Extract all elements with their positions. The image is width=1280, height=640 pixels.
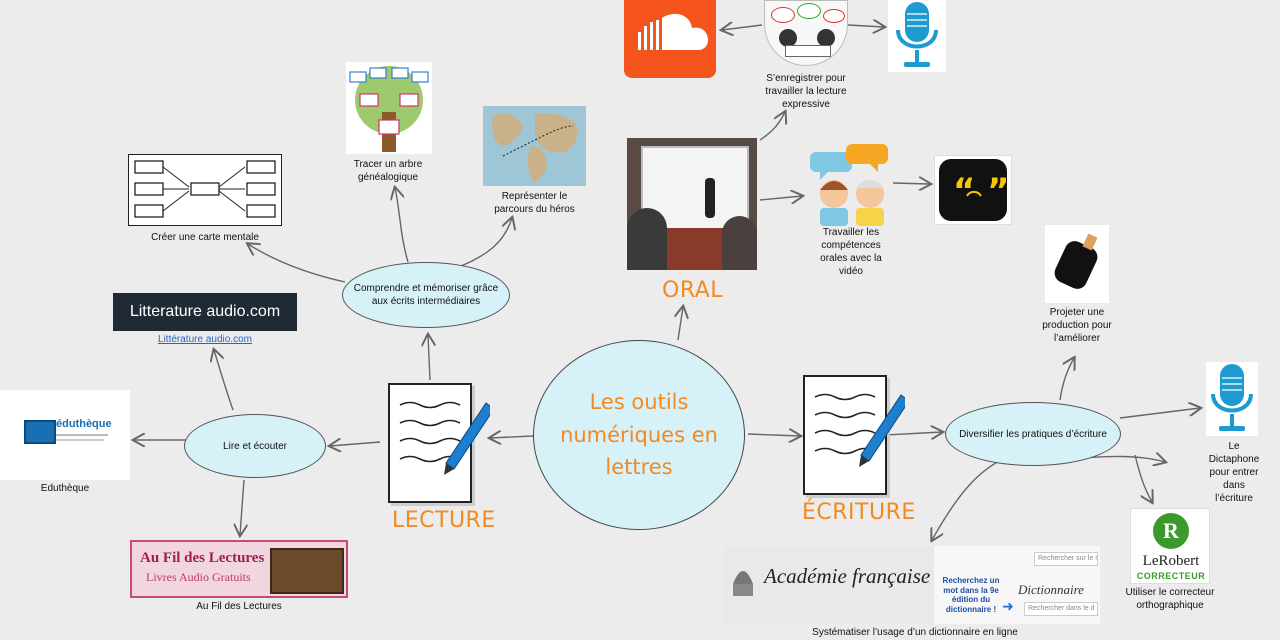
oral-stage-image — [627, 138, 757, 270]
caption-au-fil: Au Fil des Lectures — [196, 601, 282, 612]
monitor-icon — [24, 420, 56, 444]
academie-francaise-banner[interactable]: Académie française Recherchez un mot dan… — [724, 546, 1100, 624]
node-diversifier: Diversifier les pratiques d’écriture — [945, 402, 1121, 466]
node-diversifier-label: Diversifier les pratiques d’écriture — [959, 428, 1107, 440]
dome-icon — [730, 560, 756, 600]
au-fil-des-lectures-banner[interactable]: Au Fil des Lectures Livres Audio Gratuit… — [130, 540, 348, 598]
bookshelf-image — [270, 548, 344, 594]
node-comprendre: Comprendre et mémoriser grâce aux écrits… — [342, 262, 510, 328]
caption-enregistrer: S’enregistrer pour travailler la lecture… — [765, 73, 847, 110]
caption-projeter: Projeter une production pour l’améliorer — [1042, 307, 1112, 344]
center-line-1: Les outils — [589, 390, 689, 415]
node-lire-label: Lire et écouter — [223, 440, 287, 452]
caption-arbre: Tracer un arbre généalogique — [353, 159, 423, 183]
edutheque-logo[interactable]: éduthèque — [0, 390, 130, 480]
academie-promo-text: Recherchez un mot dans la 9e édition du … — [942, 576, 1000, 614]
litterature-audio-text: Litterature audio.com — [129, 303, 281, 320]
arrow-icon: ➜ — [1002, 598, 1014, 614]
caption-edutheque: Eduthèque — [40, 483, 90, 494]
site-search-field[interactable]: Rechercher sur le sit — [1034, 552, 1098, 566]
category-ecriture: ÉCRITURE — [802, 500, 916, 525]
caption-carte-mentale: Créer une carte mentale — [151, 232, 259, 243]
center-line-2: numériques en — [560, 422, 718, 447]
chromecast-icon[interactable] — [1045, 225, 1109, 303]
speaking-people-image — [808, 142, 894, 226]
category-lecture: LECTURE — [392, 508, 496, 533]
center-line-3: lettres — [605, 455, 673, 480]
pen-icon — [814, 393, 905, 467]
microphone-icon[interactable] — [888, 0, 946, 72]
au-fil-title: Au Fil des Lectures — [140, 550, 265, 566]
podcast-quotes-icon[interactable]: “ ” — [934, 155, 1012, 225]
central-topic-node: Les outils numériques en lettres — [533, 340, 745, 530]
pen-icon — [399, 401, 490, 475]
soundcloud-icon[interactable] — [624, 0, 716, 78]
robert-wordmark: LeRobert — [1142, 553, 1200, 569]
edutheque-wordmark: éduthèque — [56, 418, 112, 430]
globe-map-icon — [483, 106, 586, 186]
caption-competences: Travailler les compétences orales avec l… — [820, 227, 882, 277]
ecriture-paper-icon — [803, 375, 905, 495]
le-robert-correcteur-logo[interactable]: R LeRobert CORRECTEUR — [1130, 508, 1210, 584]
microphone-icon[interactable] — [1206, 362, 1258, 436]
caption-dictionnaire: Systématiser l’usage d’un dictionnaire e… — [812, 627, 1018, 638]
caption-dictaphone: Le Dictaphone pour entrer dans l’écritur… — [1208, 441, 1260, 504]
caption-correcteur: Utiliser le correcteur orthographique — [1125, 587, 1215, 611]
node-lire-ecouter: Lire et écouter — [184, 414, 326, 478]
reading-readers-image — [764, 0, 848, 66]
lecture-paper-icon — [388, 383, 490, 503]
category-oral: ORAL — [662, 278, 724, 303]
dictionnaire-title: Dictionnaire — [1018, 582, 1084, 597]
litterature-audio-logo[interactable]: Litterature audio.com — [113, 293, 297, 331]
robert-correcteur-text: CORRECTEUR — [1136, 571, 1206, 581]
academie-title: Académie française — [764, 564, 931, 588]
caption-parcours: Représenter le parcours du héros — [494, 191, 575, 215]
litterature-audio-link[interactable]: Littérature audio.com — [158, 334, 252, 345]
svg-text:“ ”: “ ” — [953, 171, 1010, 211]
node-comprendre-label: Comprendre et mémoriser grâce aux écrits… — [353, 283, 499, 307]
au-fil-subtitle: Livres Audio Gratuits — [146, 570, 251, 584]
dictionary-search-field[interactable]: Rechercher dans le d — [1024, 602, 1098, 616]
family-tree-icon — [346, 62, 432, 154]
mind-map-icon — [128, 154, 282, 226]
